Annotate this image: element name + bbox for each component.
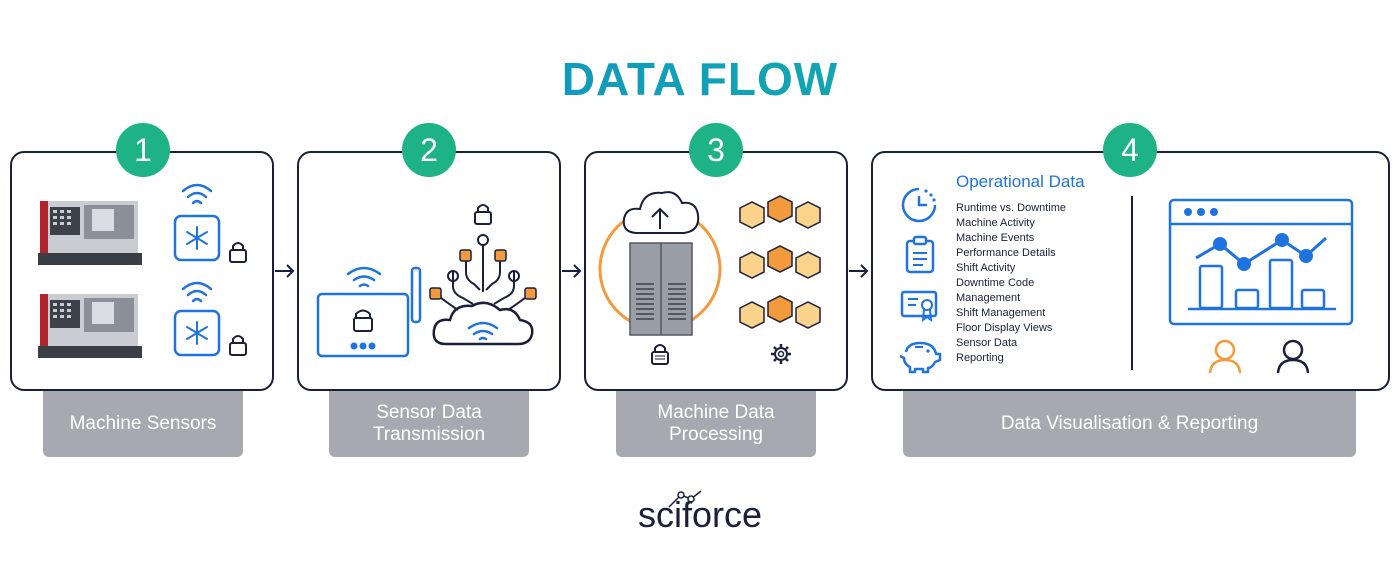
page-title: DATA FLOW [0, 52, 1400, 106]
lock-icon [474, 204, 492, 225]
blocks-icon [739, 245, 821, 279]
step-1-badge: 1 [116, 123, 170, 177]
wifi-icon [181, 183, 213, 205]
snowflake-sensor-icon [173, 309, 221, 357]
snowflake-sensor-icon [173, 214, 221, 262]
list-item: Runtime vs. Downtime [956, 202, 1067, 214]
dashboard-chart-icon [1168, 198, 1354, 326]
blocks-icon [739, 195, 821, 229]
gear-icon [771, 344, 791, 364]
list-item: Machine Events [956, 232, 1035, 244]
lock-icon [229, 335, 247, 356]
cnc-machine-icon [38, 201, 142, 265]
list-item: Performance Details [956, 247, 1056, 259]
blocks-icon [739, 295, 821, 329]
divider [1131, 196, 1133, 370]
step-4-badge: 4 [1103, 123, 1157, 177]
brand-logo: sciforce [637, 494, 763, 535]
step-3-label: Machine Data Processing [616, 391, 816, 457]
operational-data-list: Runtime vs. Downtime Machine Activity Ma… [956, 201, 1066, 366]
step-4-panel [871, 151, 1390, 391]
arrow-3-icon [849, 264, 869, 278]
step-3-badge: 3 [689, 123, 743, 177]
list-item: Floor Display Views [956, 322, 1053, 334]
lock-icon [651, 344, 669, 365]
cloud-network-icon [429, 234, 537, 346]
cnc-machine-icon [38, 294, 142, 358]
logo-mark-icon [668, 490, 702, 508]
step-1-label: Machine Sensors [43, 391, 243, 457]
step-4-label: Data Visualisation & Reporting [903, 391, 1356, 457]
list-item: Shift Activity [956, 262, 1016, 274]
router-icon [316, 266, 422, 358]
certificate-icon [900, 290, 938, 323]
step-2-badge: 2 [402, 123, 456, 177]
list-item: Management [956, 292, 1021, 304]
wifi-icon [181, 281, 213, 303]
list-item: Machine Activity [956, 217, 1035, 229]
operational-data-title: Operational Data [956, 172, 1085, 191]
user-icon [1208, 339, 1242, 374]
piggy-bank-icon [899, 341, 942, 374]
step-2-label: Sensor Data Transmission [329, 391, 529, 457]
user-icon [1276, 339, 1310, 374]
server-icon [598, 191, 722, 336]
arrow-2-icon [562, 264, 582, 278]
list-item: Shift Management [956, 307, 1046, 319]
clock-icon [901, 187, 937, 223]
lock-icon [229, 242, 247, 263]
clipboard-icon [905, 235, 935, 274]
list-item: Sensor Data [956, 337, 1018, 349]
list-item: Downtime Code [956, 277, 1035, 289]
arrow-1-icon [275, 264, 295, 278]
list-item: Reporting [956, 352, 1004, 364]
